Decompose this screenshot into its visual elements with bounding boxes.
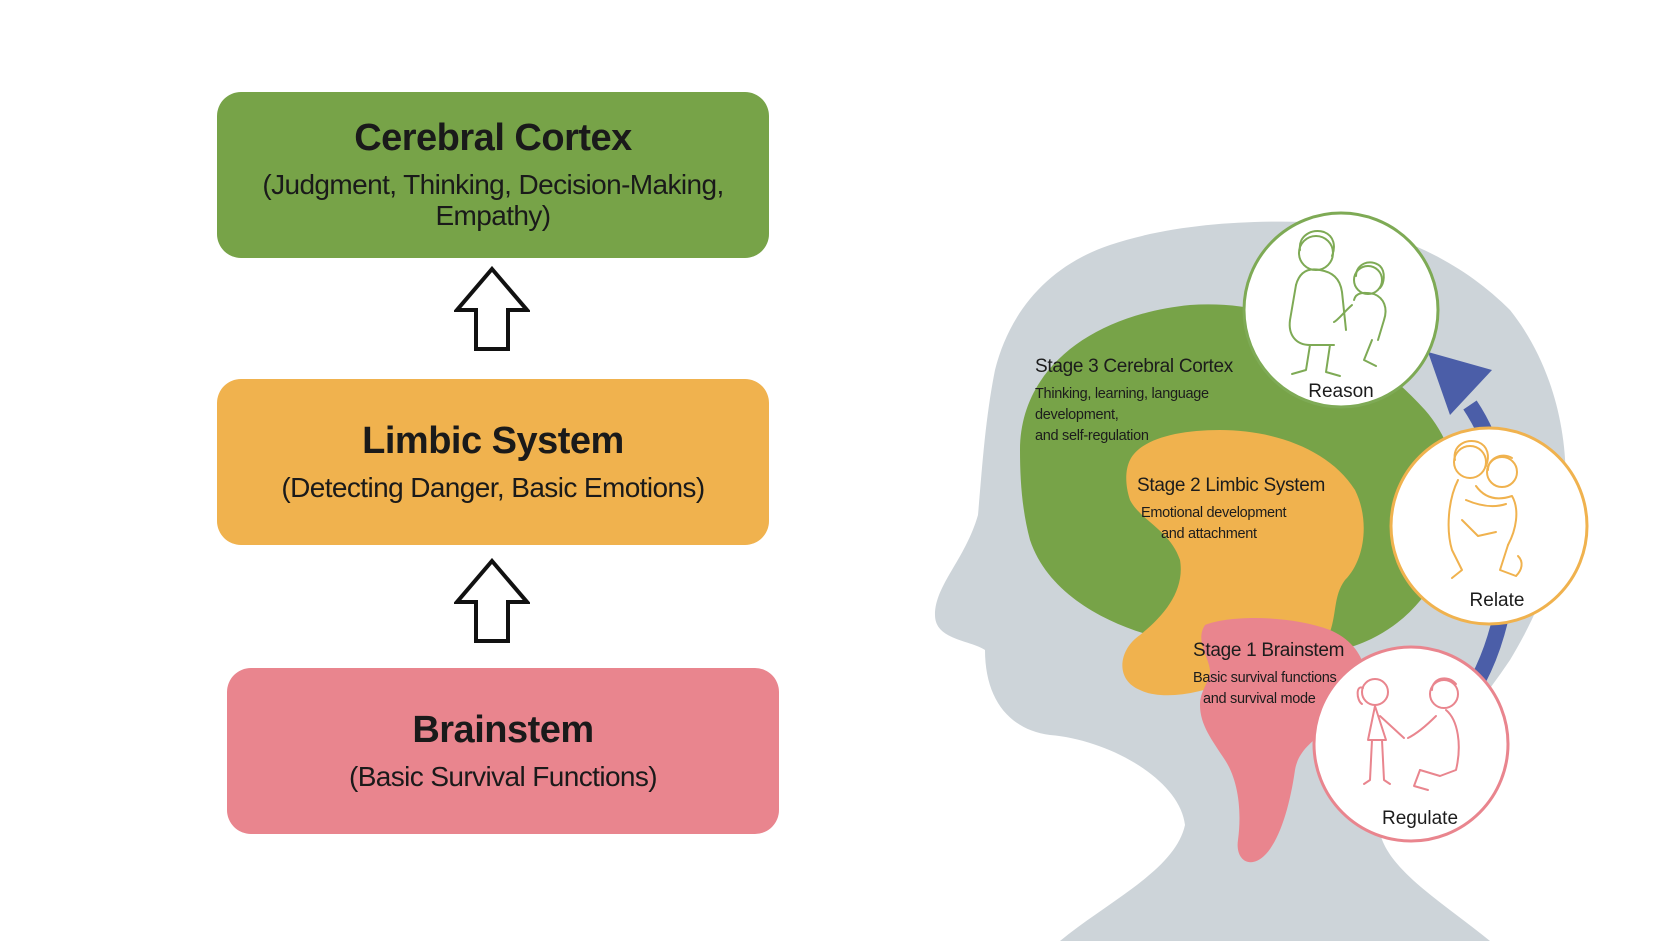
stage2-title: Stage 2 Limbic System <box>1137 475 1326 496</box>
reason-label: Reason <box>1308 381 1374 402</box>
stage3-title: Stage 3 Cerebral Cortex <box>1035 356 1233 377</box>
stage1-desc-line2: and survival mode <box>1203 691 1316 707</box>
brainstem-subtitle: (Basic Survival Functions) <box>348 760 658 792</box>
stage3-label: Stage 3 Cerebral Cortex Thinking, learni… <box>1035 356 1275 447</box>
relate-label: Relate <box>1469 590 1525 611</box>
cerebral-cortex-box: Cerebral Cortex (Judgment, Thinking, Dec… <box>217 92 769 258</box>
cerebral-cortex-subtitle: (Judgment, Thinking, Decision-Making, Em… <box>262 169 724 231</box>
up-arrow-icon <box>454 558 530 643</box>
regulate-label: Regulate <box>1381 808 1459 829</box>
adult-child-holding-hands-icon <box>1356 677 1460 791</box>
limbic-system-title: Limbic System <box>362 419 624 462</box>
limbic-system-subtitle: (Detecting Danger, Basic Emotions) <box>281 471 705 503</box>
stage3-desc-line2: and self-regulation <box>1035 428 1149 444</box>
stage2-label: Stage 2 Limbic System Emotional developm… <box>1137 475 1337 545</box>
stage1-desc-line1: Basic survival functions <box>1193 670 1337 686</box>
adult-child-embrace-icon <box>1288 230 1387 377</box>
reason-circle <box>1242 211 1440 409</box>
up-arrow-icon <box>454 266 530 351</box>
stage3-desc-line1: Thinking, learning, language development… <box>1035 386 1209 423</box>
stage2-desc-line1: Emotional development <box>1141 505 1287 521</box>
stage2-desc-line2: and attachment <box>1161 526 1257 542</box>
relate-circle <box>1389 426 1589 626</box>
stage1-title: Stage 1 Brainstem <box>1193 640 1345 661</box>
stage1-label: Stage 1 Brainstem Basic survival functio… <box>1193 640 1353 710</box>
limbic-system-box: Limbic System (Detecting Danger, Basic E… <box>217 379 769 545</box>
cerebral-cortex-title: Cerebral Cortex <box>354 117 632 160</box>
brainstem-region <box>1200 618 1366 863</box>
brainstem-title: Brainstem <box>412 708 594 751</box>
hug-icon <box>1447 440 1523 579</box>
progress-arrowhead <box>1428 352 1492 415</box>
brainstem-box: Brainstem (Basic Survival Functions) <box>227 668 779 834</box>
regulate-circle <box>1312 645 1510 843</box>
